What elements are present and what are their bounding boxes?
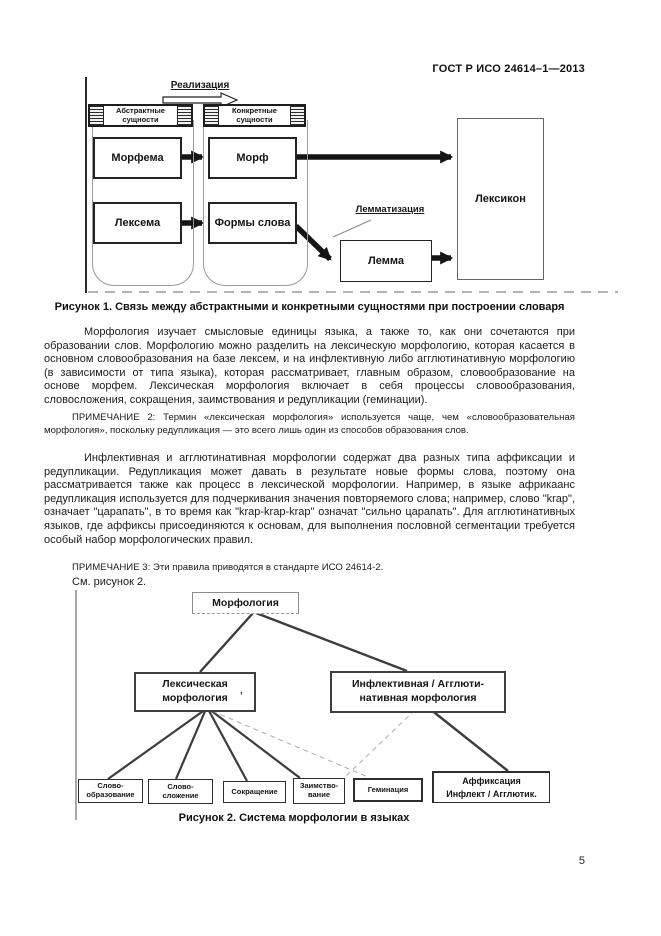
- figure2-caption: Рисунок 2. Система морфологии в языках: [178, 812, 410, 824]
- paragraph-morphology: Морфология изучает смысловые единицы язы…: [44, 326, 575, 406]
- lexical-line1: Лексическая: [162, 678, 228, 691]
- line-lexical-to-borrowing: [208, 708, 301, 779]
- leaf-borrowing: Заимство- вание: [293, 778, 345, 804]
- leaf-word-formation: Слово- образование: [78, 779, 143, 803]
- node-inflective-morphology: Инфлективная / Агглюти- нативная морфоло…: [330, 671, 506, 713]
- leaf-affixation: Аффиксация Инфлект / Агглютик.: [432, 771, 550, 803]
- leaf-compounding: Слово- сложение: [148, 779, 213, 804]
- figure1-caption: Рисунок 1. Связь между абстрактными и ко…: [54, 301, 565, 313]
- box-wordforms: Формы слова: [208, 202, 297, 244]
- figure2-connectors: [75, 590, 509, 820]
- box-lexicon: Лексикон: [457, 118, 544, 280]
- leaf-abbreviation: Сокращение: [223, 781, 286, 803]
- stray-mark: ’: [240, 691, 243, 702]
- banner-abstract-entities: Абстрактные сущности: [88, 104, 193, 127]
- lexical-line2: морфология: [162, 692, 228, 704]
- note-3: ПРИМЕЧАНИЕ 3: Эти правила приводятся в с…: [72, 562, 384, 573]
- see-figure2-text: См. рисунок 2.: [72, 576, 147, 588]
- page-number: 5: [578, 855, 585, 867]
- inflective-line2: нативная морфология: [359, 692, 477, 704]
- realization-label: Реализация: [170, 80, 230, 91]
- line-lexical-to-wordformation: [107, 708, 207, 780]
- leaf-word-formation-line2: образование: [86, 790, 135, 799]
- box-morph: Морф: [208, 137, 297, 179]
- abstract-column-container: [92, 120, 194, 286]
- paragraph-inflective: Инфлективная и агглютинативная морфологи…: [44, 452, 575, 546]
- line-root-to-inflective: [255, 611, 408, 673]
- leaf-compounding-line2: сложение: [162, 790, 199, 800]
- box-lexeme: Лексема: [93, 202, 182, 244]
- dashed-lexical-to-gemination: [211, 710, 369, 778]
- leaf-borrowing-line1: Заимство-: [299, 781, 339, 791]
- dashed-inflective-to-gemination: [344, 709, 416, 778]
- leaf-gemination-line1: Геминация: [367, 784, 409, 794]
- leaf-affixation-line2: Инфлект / Агглютик.: [446, 788, 537, 799]
- leaf-abbreviation-line1: Сокращение: [231, 786, 278, 796]
- concrete-column-container: [203, 120, 308, 286]
- leaf-word-formation-line1: Слово-: [97, 781, 124, 791]
- line-lexical-to-abbreviation: [207, 708, 248, 782]
- banner-concrete-line2: сущности: [236, 114, 273, 124]
- leaf-gemination: Геминация: [353, 778, 423, 802]
- note-2: ПРИМЕЧАНИЕ 2: Термин «лексическая морфол…: [44, 412, 575, 436]
- figure1-diagram: Реализация Абстрактные сущности Конкретн…: [0, 77, 661, 297]
- lemmatization-label: Лемматизация: [355, 204, 425, 215]
- line-inflective-to-affixation: [429, 708, 509, 772]
- node-morphology: Морфология: [192, 592, 299, 614]
- box-lemma: Лемма: [340, 240, 432, 282]
- figure1-connectors: [85, 77, 618, 293]
- node-lexical-morphology: Лексическая морфология ’: [134, 672, 256, 712]
- leaf-affixation-line1: Аффиксация: [462, 775, 521, 786]
- banner-abstract-line2: сущности: [122, 114, 159, 124]
- banner-concrete-entities: Конкретные сущности: [203, 104, 306, 127]
- inflective-line1: Инфлективная / Агглюти-: [351, 678, 485, 691]
- page-header: ГОСТ Р ИСО 24614–1—2013: [432, 63, 585, 75]
- leaf-borrowing-line2: вание: [308, 790, 330, 799]
- line-lexical-to-compounding: [174, 708, 208, 780]
- lemmatization-pointer-line: [332, 219, 372, 238]
- figure2-diagram: Морфология Лексическая морфология ’ Инфл…: [0, 588, 661, 828]
- banner-abstract-line1: Абстрактные: [116, 105, 165, 115]
- realization-arrow-icon: [162, 92, 239, 108]
- line-root-to-lexical: [199, 612, 254, 673]
- banner-concrete-line1: Конкретные: [232, 105, 277, 115]
- arrow-wordforms-to-lemma: [294, 224, 332, 261]
- box-morpheme: Морфема: [93, 137, 182, 179]
- leaf-compounding-line1: Слово-: [167, 781, 194, 791]
